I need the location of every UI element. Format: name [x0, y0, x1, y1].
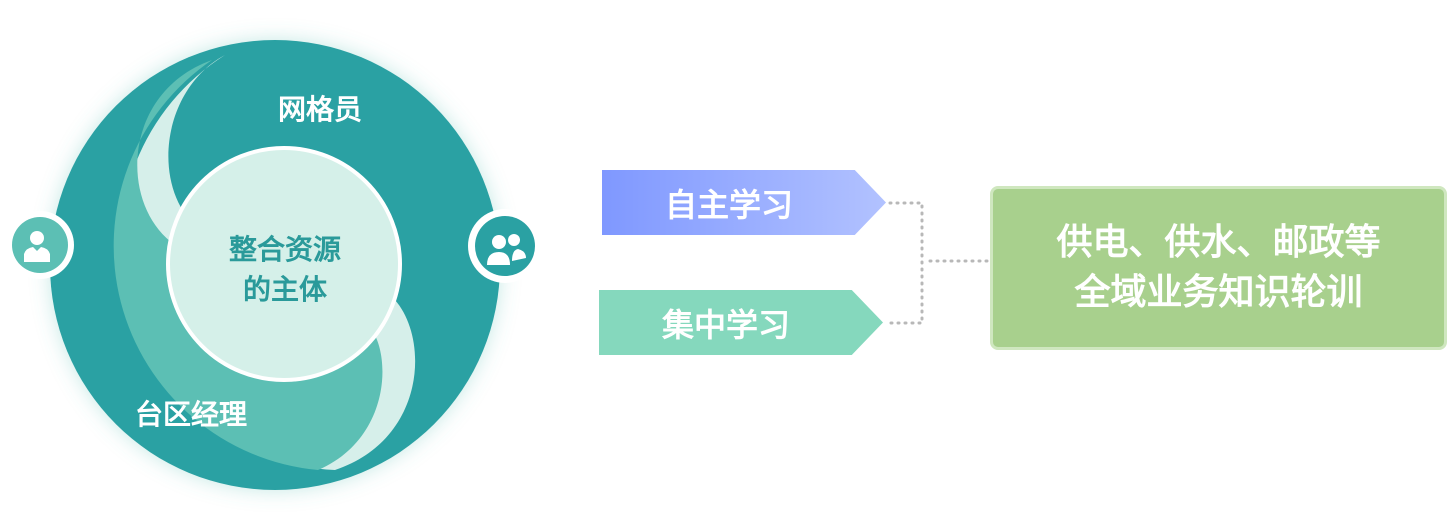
right-icon-badge — [468, 209, 542, 283]
result-line-2: 全域业务知识轮训 — [1074, 272, 1363, 313]
center-circle — [166, 146, 402, 382]
group-icon — [487, 234, 526, 265]
top-role-label: 网格员 — [278, 93, 363, 126]
dotted-connectors — [888, 201, 992, 325]
center-line-1: 整合资源 — [228, 233, 341, 266]
result-line-1: 供电、供水、邮政等 — [1056, 222, 1381, 263]
method-centralized-study: 集中学习 — [599, 290, 883, 355]
person-icon — [24, 231, 50, 262]
center-line-2: 的主体 — [242, 273, 327, 306]
method-self-study: 自主学习 — [602, 170, 886, 235]
result-box: 供电、供水、邮政等 全域业务知识轮训 — [990, 186, 1447, 350]
bottom-role-label: 台区经理 — [135, 398, 248, 431]
center-text: 整合资源 的主体 — [200, 230, 370, 310]
left-icon-badge — [6, 211, 74, 279]
